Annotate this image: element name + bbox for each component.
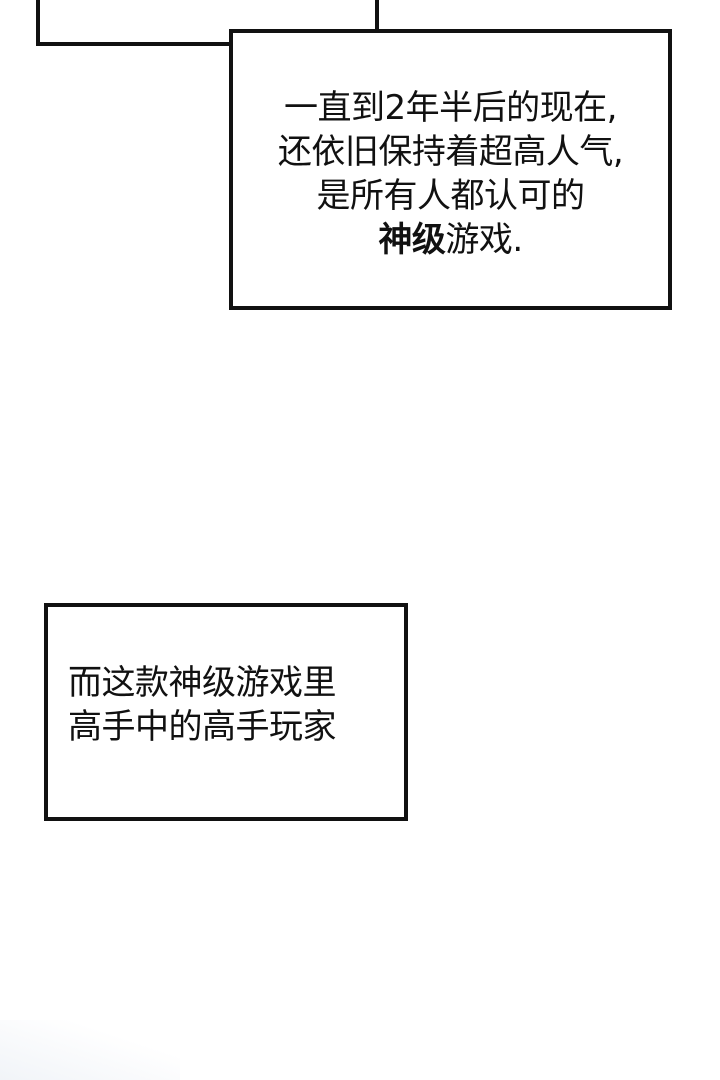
caption-line-1: 一直到2年半后的现在,	[284, 87, 617, 128]
emphasis-text: 神级	[378, 219, 446, 260]
caption-box-top: 一直到2年半后的现在, 还依旧保持着超高人气, 是所有人都认可的 神级游戏.	[229, 29, 672, 310]
caption-line-3: 是所有人都认可的	[316, 175, 586, 216]
background-fade	[0, 1020, 180, 1080]
caption-box-bottom: 而这款神级游戏里 高手中的高手玩家	[44, 603, 408, 821]
caption-line-2: 还依旧保持着超高人气,	[277, 131, 624, 172]
panel-border-left	[36, 0, 231, 46]
caption-line-4-rest: 游戏.	[445, 219, 523, 260]
caption-line-1: 而这款神级游戏里	[68, 663, 337, 703]
caption-line-4: 神级游戏.	[378, 218, 523, 262]
panel-border-right	[375, 0, 670, 33]
caption-line-2: 高手中的高手玩家	[68, 707, 337, 747]
